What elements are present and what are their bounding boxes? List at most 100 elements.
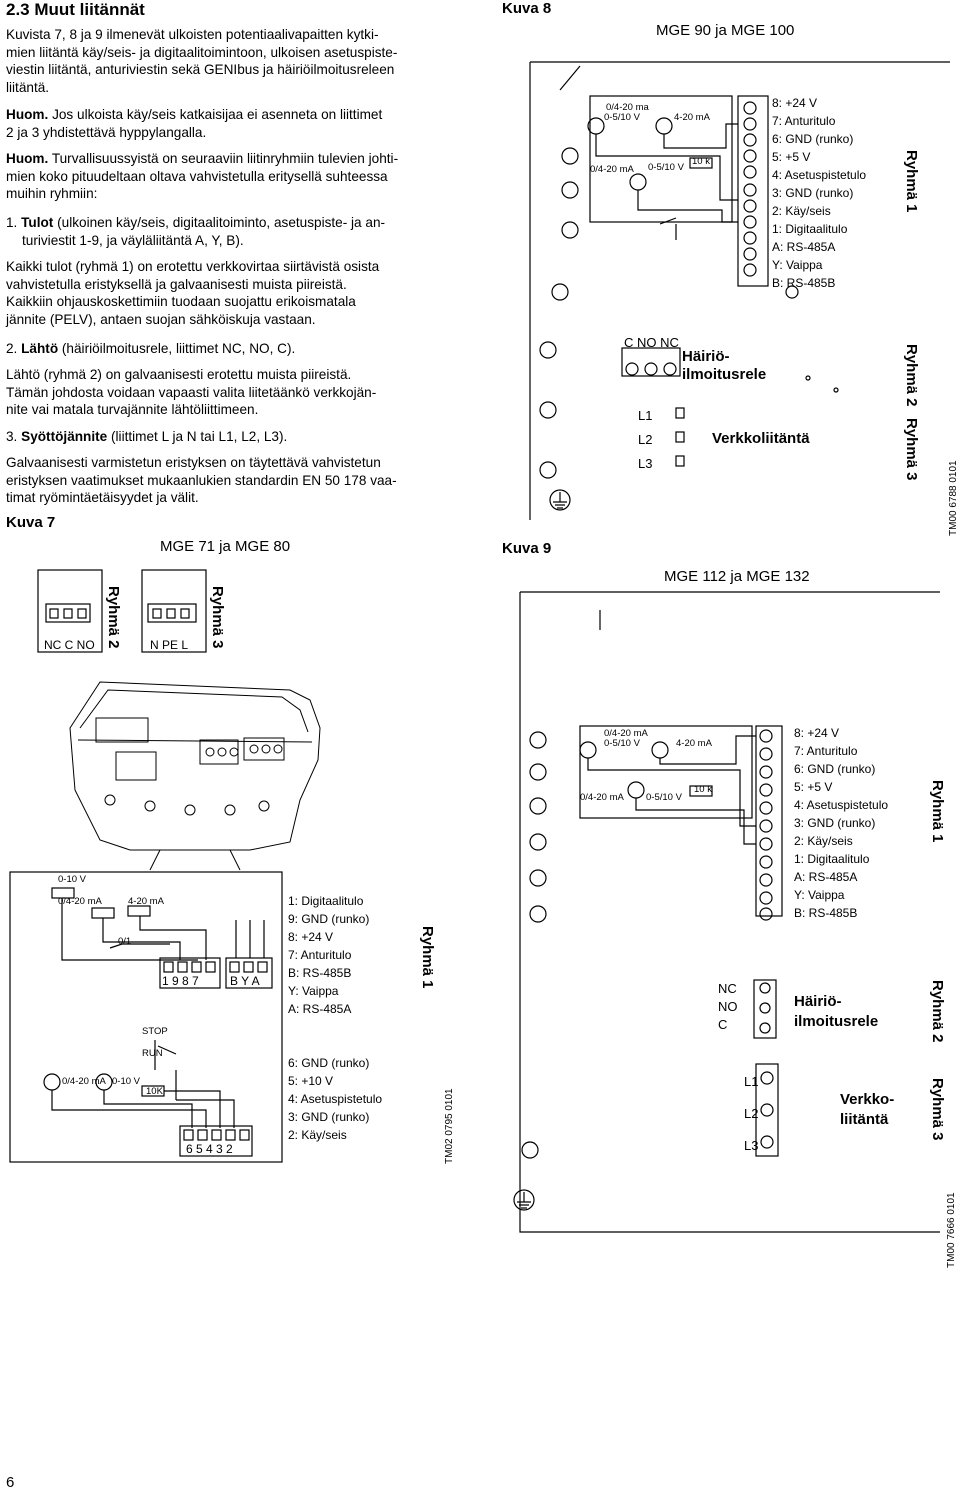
text-line: Kaikkiin ohjauskoskettimiin tuodaan suoj… xyxy=(6,294,356,310)
legend-item: Y: Vaippa xyxy=(772,258,823,272)
group-2-label: Ryhmä 2 xyxy=(929,980,946,1043)
fig9-legend: 8: +24 V 7: Anturitulo 6: GND (runko) 5:… xyxy=(794,724,888,922)
legend-item: 3: GND (runko) xyxy=(794,816,876,830)
signal-label: 4-20 mA xyxy=(128,896,164,907)
group-1-label: Ryhmä 1 xyxy=(929,780,946,843)
group-2-terminal-block xyxy=(37,569,103,653)
tm-code: TM00 7666 0101 xyxy=(946,1192,957,1268)
terminal-label: L1 xyxy=(638,408,653,423)
signal-label: 0/4-20 mA xyxy=(604,728,648,739)
text-line: ilmoitusrele xyxy=(682,366,767,383)
text-line: muihin ryhmiin: xyxy=(6,186,98,202)
mge132-outline xyxy=(519,591,940,1233)
text-line: viestin liitäntä, anturiviestin sekä GEN… xyxy=(6,62,395,78)
signal-label: 0-10 V xyxy=(58,874,86,885)
legend-item: 5: +10 V xyxy=(288,1074,334,1088)
terminal-label: L3 xyxy=(744,1138,759,1153)
mge71-wiring-box xyxy=(9,871,283,1163)
note-label: Huom. xyxy=(6,107,49,122)
relay-label: Häiriö- ilmoitusrele xyxy=(682,348,766,384)
legend-item: A: RS-485A xyxy=(288,1002,352,1016)
text-line: liitäntä. xyxy=(6,79,50,95)
signal-label: 0/4-20 mA xyxy=(62,1076,106,1087)
legend-item: 4: Asetuspistetulo xyxy=(772,168,867,182)
legend-item: 7: Anturitulo xyxy=(794,744,858,758)
legend-item: B: RS-485B xyxy=(288,966,352,980)
paragraph-4: Galvaanisesti varmistetun eristyksen on … xyxy=(6,454,476,507)
text-line: Jos ulkoista käy/seis katkaisijaa ei ase… xyxy=(48,107,383,122)
terminal-label: C xyxy=(718,1017,728,1032)
tm-code: TM00 6788 0101 xyxy=(948,460,959,536)
intro-paragraph: Kuvista 7, 8 ja 9 ilmenevät ulkoisten po… xyxy=(6,26,476,96)
legend-item: 8: +24 V xyxy=(794,726,840,740)
text-line: eristyksen vaatimukset mukaanlukien stan… xyxy=(6,472,397,488)
legend-item: 4: Asetuspistetulo xyxy=(794,798,889,812)
fig8-legend: 8: +24 V 7: Anturitulo 6: GND (runko) 5:… xyxy=(772,94,866,292)
text-line: (häiriöilmoitusrele, liittimet NC, NO, C… xyxy=(58,341,296,356)
terminal-label: L2 xyxy=(744,1106,759,1121)
figure-9-caption: Kuva 9 xyxy=(502,540,552,557)
legend-item: 6: GND (runko) xyxy=(772,132,854,146)
legend-item: 4: Asetuspistetulo xyxy=(288,1092,383,1106)
signal-label: 0-5/10 V xyxy=(646,792,682,803)
text-line: liitäntä xyxy=(840,1111,889,1128)
text-line: vahvistetulla eristyksellä ja galvaanise… xyxy=(6,276,347,292)
group-1-label: Ryhmä 1 xyxy=(419,926,436,989)
text-line: mien koko pituudeltaan oltava vahvistetu… xyxy=(6,168,388,184)
text-line: ilmoitusrele xyxy=(794,1013,879,1030)
text-line: Turvallisuussyistä on seuraaviin liitinr… xyxy=(48,151,399,166)
legend-item: Y: Vaippa xyxy=(794,888,845,902)
text-line: (ulkoinen käy/seis, digitaalitoiminto, a… xyxy=(53,215,386,230)
legend-item: B: RS-485B xyxy=(794,906,858,920)
signal-label: 0/4-20 ma xyxy=(606,102,649,113)
paragraph-2: Kaikki tulot (ryhmä 1) on erotettu verkk… xyxy=(6,258,476,328)
signal-label: 4-20 mA xyxy=(674,112,710,123)
text-line: Verkko- xyxy=(840,1091,895,1108)
list-number: 3. xyxy=(6,429,22,444)
signal-label: 0/4-20 mA xyxy=(58,896,102,907)
legend-item: A: RS-485A xyxy=(772,240,836,254)
legend-item: 7: Anturitulo xyxy=(288,948,352,962)
legend-item: 2: Käy/seis xyxy=(794,834,853,848)
legend-item: B: RS-485B xyxy=(772,276,836,290)
legend-item: 9: GND (runko) xyxy=(288,912,370,926)
text-line: Häiriö- xyxy=(794,993,842,1010)
relay-terminals: NC NO C xyxy=(718,980,738,1034)
mains-terminals: L1 L2 L3 xyxy=(744,1066,758,1162)
mge90-outline xyxy=(529,61,950,520)
signal-label: 0-10 V xyxy=(112,1076,140,1087)
text-line: timat ryömintäetäisyydet ja välit. xyxy=(6,490,199,506)
stop-label: STOP xyxy=(142,1026,168,1037)
group-3-label: Ryhmä 3 xyxy=(903,418,920,481)
signal-label: 4-20 mA xyxy=(676,738,712,749)
mge71-housing-drawing xyxy=(69,681,321,871)
bus-terminals: B Y A xyxy=(230,974,260,988)
list-term: Syöttöjännite xyxy=(21,429,108,444)
mains-label: Verkkoliitäntä xyxy=(712,430,810,447)
signal-label: 0/4-20 mA xyxy=(580,792,624,803)
signal-label: 0-5/10 V xyxy=(648,162,684,173)
terminal-label: NC xyxy=(718,981,737,996)
page-number: 6 xyxy=(6,1474,15,1491)
legend-item: 1: Digitaalitulo xyxy=(772,222,848,236)
relay-terminals: C NO NC xyxy=(624,335,679,350)
list-term: Lähtö xyxy=(21,341,59,356)
relay-label: Häiriö- ilmoitusrele xyxy=(794,992,878,1032)
text-line: Lähtö (ryhmä 2) on galvaanisesti erotett… xyxy=(6,367,352,382)
list-term: Tulot xyxy=(21,215,54,230)
resistor-label: 10 k xyxy=(692,156,710,167)
legend-item: 1: Digitaalitulo xyxy=(794,852,870,866)
note-1: Huom. Jos ulkoista käy/seis katkaisijaa … xyxy=(6,106,476,141)
text-line: nite vai matala turvajännite lähtöliitti… xyxy=(6,402,259,418)
group-3-terminal-block xyxy=(141,569,207,653)
legend-item: 2: Käy/seis xyxy=(288,1128,347,1142)
figure-7-title: MGE 71 ja MGE 80 xyxy=(160,538,291,555)
terminal-numbers: 6 5 4 3 2 xyxy=(186,1142,233,1156)
section-heading: 2.3 Muut liitännät xyxy=(6,0,145,19)
text-line: Galvaanisesti varmistetun eristyksen on … xyxy=(6,455,381,470)
run-label: RUN xyxy=(142,1048,163,1059)
legend-item: 6: GND (runko) xyxy=(794,762,876,776)
legend-bottom: 6: GND (runko) 5: +10 V 4: Asetuspistetu… xyxy=(288,1054,382,1144)
legend-item: 3: GND (runko) xyxy=(288,1110,370,1124)
signal-label: 0-5/10 V xyxy=(604,738,640,749)
